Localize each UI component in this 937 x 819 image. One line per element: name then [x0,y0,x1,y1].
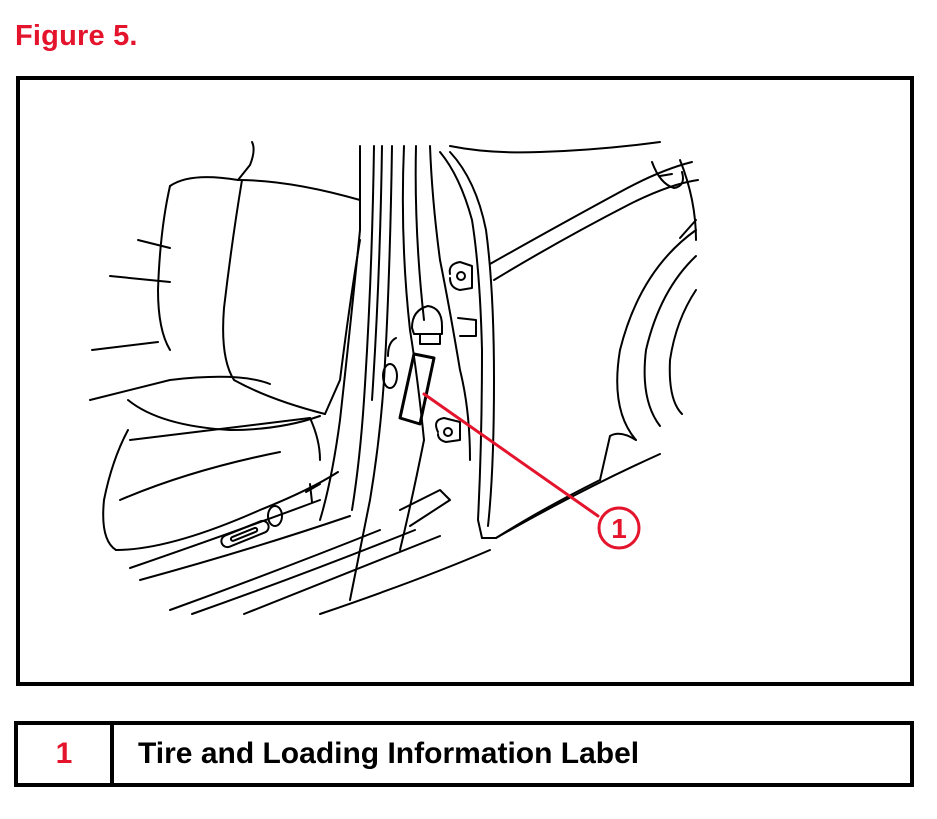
seat-back [89,141,361,431]
seat-cushion [102,417,339,551]
legend-label: Tire and Loading Information Label [138,737,640,770]
legend-number: 1 [18,725,114,783]
callout-leader-line [422,392,600,518]
b-pillar [319,145,471,601]
door-sill [129,489,491,615]
illustration-frame: 1 [16,76,914,686]
callout-badge: 1 [597,506,641,550]
door-striker [411,305,443,345]
callout-number: 1 [611,513,627,544]
door-hinges [435,261,477,443]
door-pillar-illustration: 1 [89,141,699,615]
figure-title: Figure 5. [15,20,138,52]
legend-table: 1 Tire and Loading Information Label [14,721,914,787]
front-door [439,141,699,539]
rear-wheel-arch [599,159,697,481]
tire-label-location [398,352,436,426]
